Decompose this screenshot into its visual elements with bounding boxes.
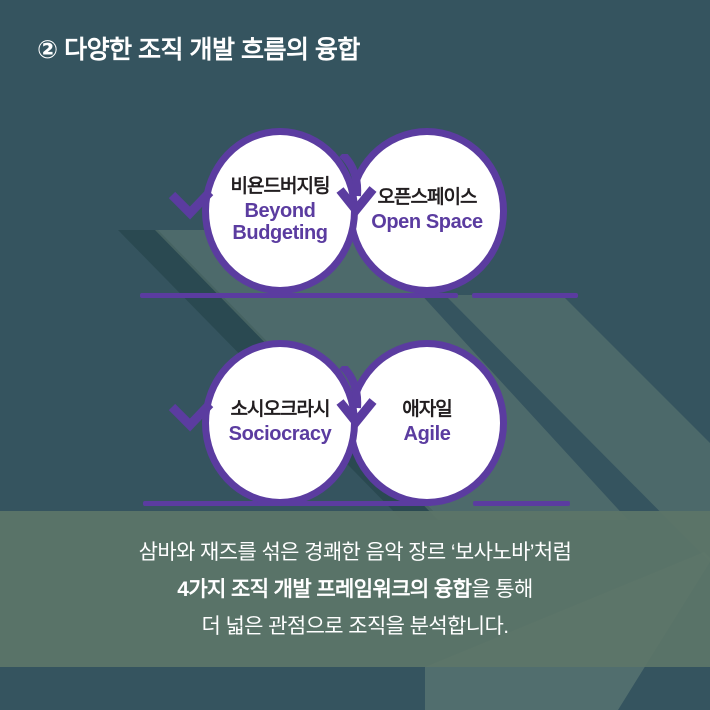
page-title: ② 다양한 조직 개발 흐름의 융합: [37, 36, 360, 64]
circle-sociocracy: 소시오크라시 Sociocracy: [202, 340, 358, 506]
arrow-down-left-icon: [168, 400, 214, 432]
caption-line-3: 더 넓은 관점으로 조직을 분석합니다.: [201, 615, 510, 638]
circle-english-label: Agile: [403, 423, 451, 446]
row1-baseline-right: [472, 293, 578, 298]
caption-line-1: 삼바와 재즈를 섞은 경쾌한 음악 장르 ‘보사노바’처럼: [138, 541, 572, 564]
caption-line-2: 4가지 조직 개발 프레임워크의 융합을 통해: [0, 571, 710, 608]
circle-english-label: Beyond Budgeting: [232, 200, 328, 244]
arrow-down-icon: [336, 366, 377, 428]
circle-korean-label: 오픈스페이스: [377, 187, 478, 209]
circle-english-label: Open Space: [371, 211, 483, 234]
circle-korean-label: 비욘드버지팅: [230, 176, 331, 198]
row1-baseline-left: [140, 293, 458, 298]
row2-baseline-right: [473, 501, 570, 506]
circle-korean-label: 애자일: [402, 399, 452, 421]
arrow-down-left-icon: [168, 188, 214, 220]
caption-line-2-regular: 을 통해: [471, 578, 533, 601]
circle-beyond-budgeting: 비욘드버지팅 Beyond Budgeting: [202, 128, 358, 294]
circle-korean-label: 소시오크라시: [230, 399, 331, 421]
caption-text: 삼바와 재즈를 섞은 경쾌한 음악 장르 ‘보사노바’처럼 4가지 조직 개발 …: [0, 534, 710, 645]
caption-band: [0, 511, 710, 667]
circle-agile: 애자일 Agile: [347, 340, 507, 506]
caption-line-2-bold: 4가지 조직 개발 프레임워크의 융합: [177, 578, 472, 601]
circle-english-label: Sociocracy: [228, 423, 332, 446]
arrow-down-icon: [336, 154, 377, 216]
